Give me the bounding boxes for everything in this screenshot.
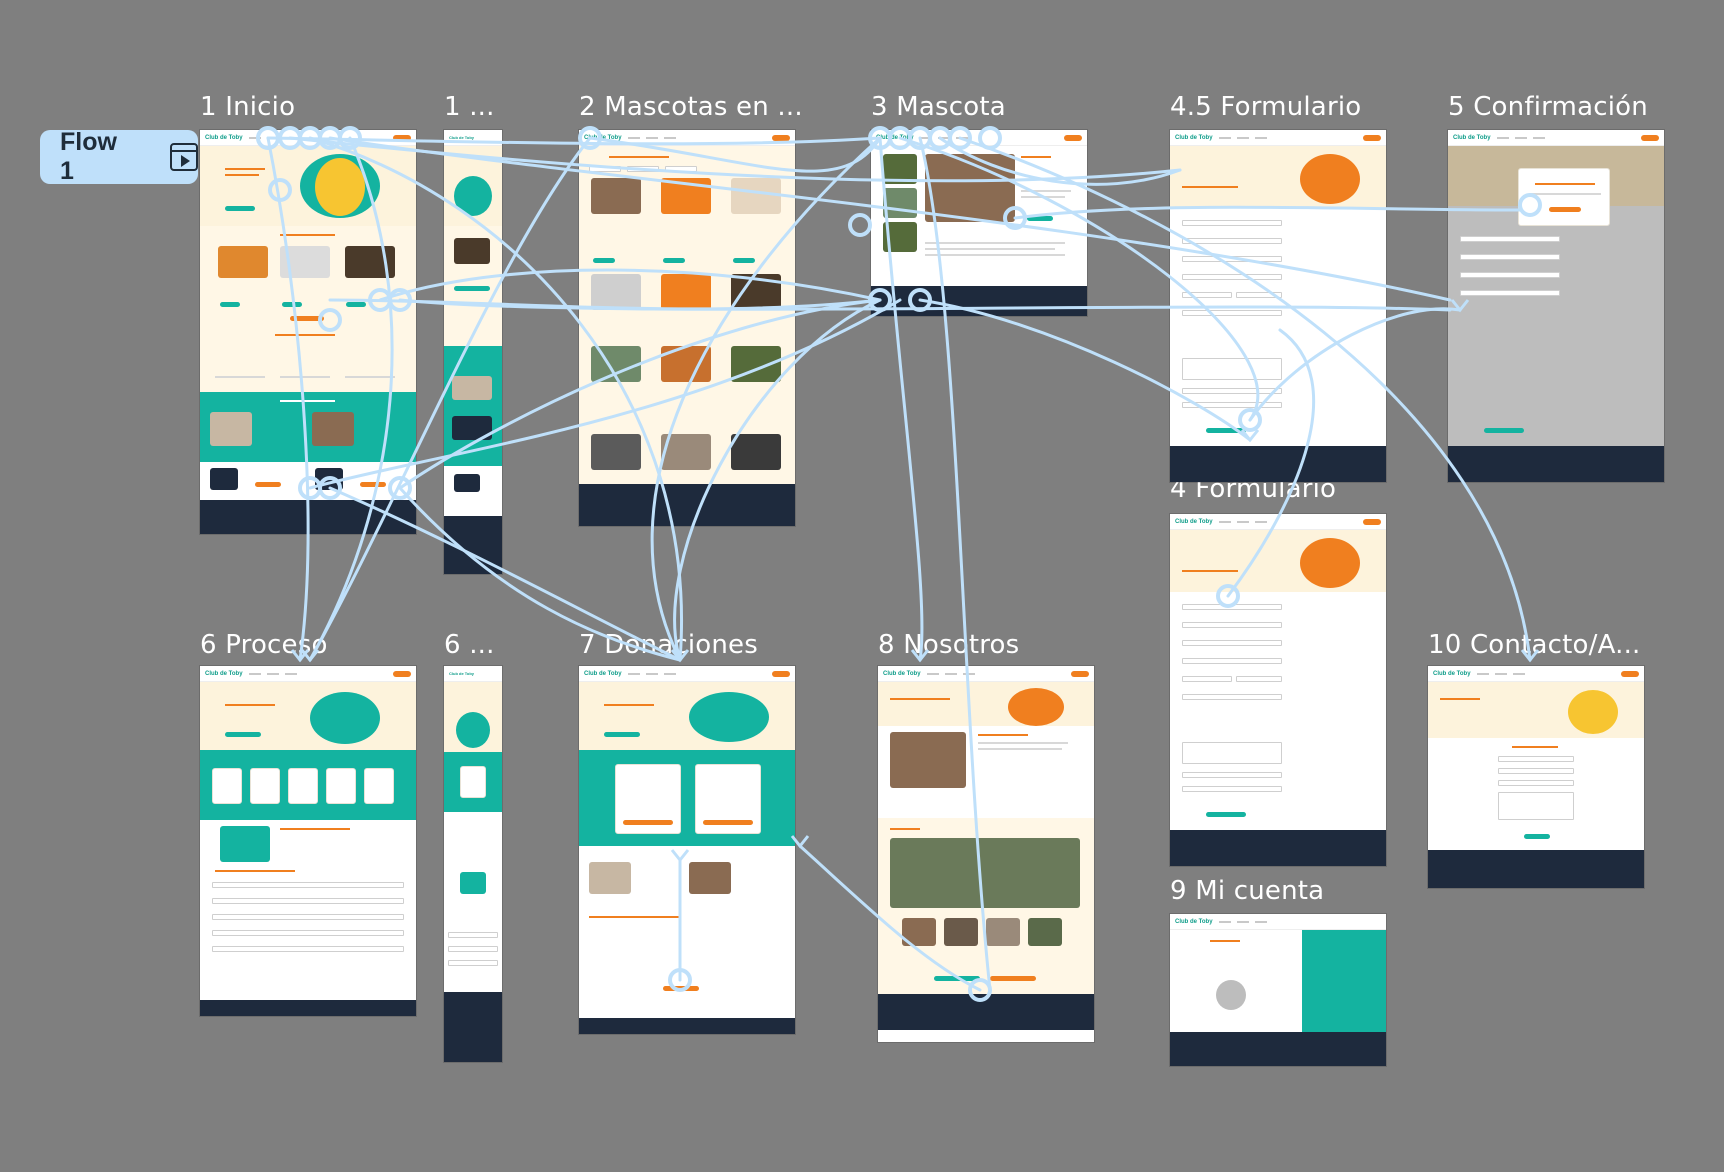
frame-contacto[interactable]: Club de Toby [1428, 666, 1644, 888]
frame-label-inicio-mobile[interactable]: 1 ... [444, 92, 495, 122]
frame-formulario4[interactable]: Club de Toby [1170, 514, 1386, 866]
frame-inicio[interactable]: Club de Toby [200, 130, 416, 534]
frame-label-inicio[interactable]: 1 Inicio [200, 92, 296, 122]
frame-formulario45[interactable]: Club de Toby [1170, 130, 1386, 482]
frame-nav: Club de Toby [200, 130, 416, 146]
frame-label-donaciones[interactable]: 7 Donaciones [579, 630, 758, 660]
play-frame-icon[interactable] [170, 143, 198, 171]
frame-label-mascota[interactable]: 3 Mascota [871, 92, 1006, 122]
frame-donaciones[interactable]: Club de Toby [579, 666, 795, 1034]
frame-proceso-mobile[interactable]: Club de Toby [444, 666, 502, 1062]
frame-pets-grid [579, 146, 795, 484]
frame-label-nosotros[interactable]: 8 Nosotros [878, 630, 1020, 660]
frame-section-pets [200, 226, 416, 392]
frame-inicio-mobile[interactable]: Club de Toby [444, 130, 502, 574]
connector-hotspot[interactable] [848, 213, 872, 237]
frame-section-cta [200, 462, 416, 500]
frame-label-proceso-mobile[interactable]: 6 ... [444, 630, 495, 660]
frame-label-mascotas[interactable]: 2 Mascotas en ... [579, 92, 803, 122]
frame-label-contacto[interactable]: 10 Contacto/A... [1428, 630, 1641, 660]
frame-confirmacion[interactable]: Club de Toby [1448, 130, 1664, 482]
frame-micuenta[interactable]: Club de Toby [1170, 914, 1386, 1066]
frame-mascota[interactable]: Club de Toby [871, 130, 1087, 316]
frame-label-proceso[interactable]: 6 Proceso [200, 630, 328, 660]
flow-starting-point[interactable]: Flow 1 [40, 128, 198, 185]
flow-label: Flow 1 [60, 128, 117, 185]
frame-proceso[interactable]: Club de Toby [200, 666, 416, 1016]
frame-hero [200, 146, 416, 226]
frame-nosotros[interactable]: Club de Toby [878, 666, 1094, 1042]
frame-label-confirmacion[interactable]: 5 Confirmación [1448, 92, 1648, 122]
frame-label-formulario45[interactable]: 4.5 Formulario [1170, 92, 1362, 122]
frame-label-micuenta[interactable]: 9 Mi cuenta [1170, 876, 1325, 906]
frame-mascotas[interactable]: Club de Toby [579, 130, 795, 526]
frame-footer [200, 500, 416, 534]
confirmation-modal [1518, 168, 1610, 226]
frame-section-stories [200, 392, 416, 462]
